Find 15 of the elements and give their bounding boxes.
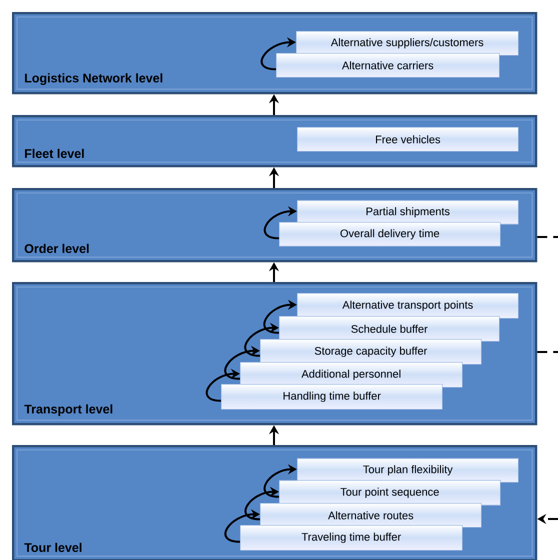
connector <box>537 236 558 238</box>
factor-box: Overall delivery time <box>279 222 501 247</box>
factor-box: Storage capacity buffer <box>260 339 482 365</box>
factor-box: Traveling time buffer <box>240 525 463 551</box>
factor-box: Tour plan flexibility <box>297 458 519 483</box>
factor-box: Tour point sequence <box>279 480 501 506</box>
factor-box: Handling time buffer <box>221 384 443 410</box>
factor-box: Alternative suppliers/customers <box>296 31 519 56</box>
factor-box: Alternative routes <box>260 503 482 528</box>
connector <box>537 351 558 353</box>
factor-box: Alternative carriers <box>276 53 500 78</box>
factor-box: Alternative transport points <box>297 293 519 319</box>
factor-box: Schedule buffer <box>279 316 500 342</box>
factor-box: Free vehicles <box>297 127 519 152</box>
factor-box: Partial shipments <box>297 200 519 225</box>
